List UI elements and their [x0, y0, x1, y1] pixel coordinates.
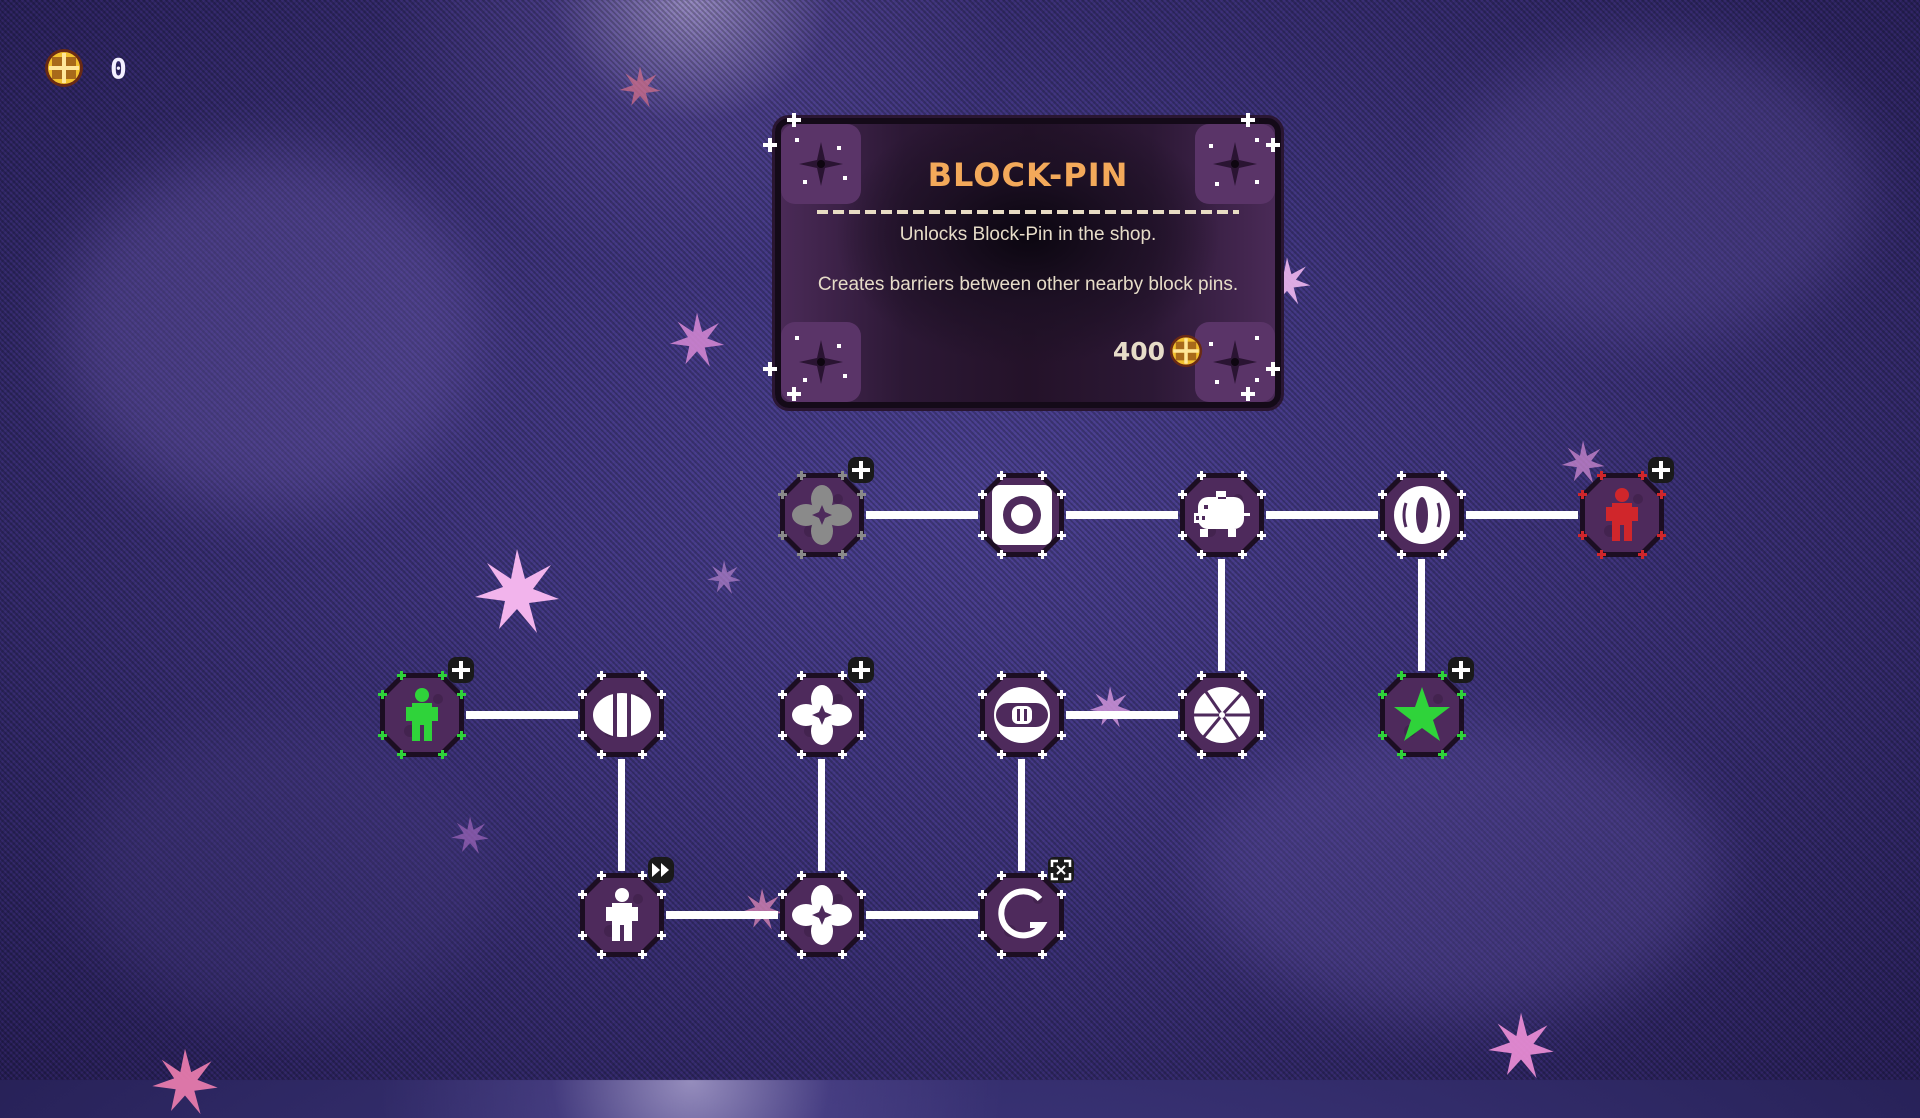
plus-sparkle-icon — [1266, 138, 1280, 152]
plus-sparkle-icon — [787, 387, 801, 401]
tooltip-price: 400 — [1113, 334, 1203, 368]
upgrade-node-ring-box[interactable] — [976, 469, 1068, 561]
upgrade-node-c-ring[interactable] — [976, 857, 1074, 961]
tree-link — [1466, 511, 1578, 519]
tree-link — [1266, 511, 1378, 519]
upgrade-node-gray-clover[interactable] — [776, 457, 874, 561]
upgrade-node-pie-fan[interactable] — [1176, 669, 1268, 761]
background-star — [668, 312, 726, 370]
nebula-cloud — [80, 720, 500, 1020]
upgrade-node-eye-coin[interactable] — [1376, 469, 1468, 561]
tree-link — [1066, 711, 1178, 719]
upgrade-node-clover-2[interactable] — [776, 869, 868, 961]
plus-sparkle-icon — [1241, 387, 1255, 401]
tree-link — [1418, 559, 1425, 671]
upgrade-node-piggy-bank[interactable] — [1176, 469, 1268, 561]
upgrade-node-red-person[interactable] — [1576, 457, 1674, 561]
corner-sparkle-icon — [781, 322, 861, 402]
plus-sparkle-icon — [787, 113, 801, 127]
plus-badge-icon — [848, 657, 874, 683]
corner-sparkle-icon — [1195, 322, 1275, 402]
plus-badge-icon — [1648, 457, 1674, 483]
tree-link — [1018, 759, 1025, 871]
plus-sparkle-icon — [763, 362, 777, 376]
nebula-cloud — [1200, 720, 1720, 1020]
tree-link — [1066, 511, 1178, 519]
gray-clover-icon — [792, 485, 852, 545]
gold-coin-icon — [45, 49, 83, 87]
background-star — [472, 548, 562, 638]
tooltip-title: BLOCK-PIN — [927, 156, 1129, 194]
tooltip-summary: Unlocks Block-Pin in the shop. — [899, 224, 1157, 245]
corner-sparkle-icon — [781, 124, 861, 204]
corner-sparkle-icon — [1195, 124, 1275, 204]
plus-sparkle-icon — [1241, 113, 1255, 127]
plus-badge-icon — [448, 657, 474, 683]
c-ring-icon — [998, 888, 1048, 939]
piggy-bank-icon — [1194, 491, 1250, 537]
tree-link — [666, 911, 778, 919]
tree-link — [466, 711, 578, 719]
upgrade-node-green-star[interactable] — [1376, 657, 1474, 761]
fast-forward-badge-icon — [648, 857, 674, 883]
nebula-cloud — [60, 150, 480, 510]
upgrade-node-clover[interactable] — [776, 657, 874, 761]
background-star — [618, 66, 662, 110]
eight-ball-icon — [994, 687, 1050, 743]
price-value: 400 — [1112, 336, 1165, 366]
background-star — [706, 560, 742, 596]
gold-coin-icon — [1169, 334, 1203, 368]
background-star — [150, 1048, 220, 1118]
currency-display: 0 — [44, 48, 127, 88]
clover-icon — [792, 685, 852, 745]
clover-icon — [792, 885, 852, 945]
white-person-icon — [606, 888, 638, 941]
currency-amount: 0 — [110, 51, 127, 85]
upgrade-node-green-person[interactable] — [376, 657, 474, 761]
tooltip-divider — [817, 210, 1239, 214]
pie-fan-icon — [1194, 687, 1250, 743]
tooltip-description: Creates barriers between other nearby bl… — [817, 274, 1239, 295]
eye-coin-icon — [1394, 486, 1450, 544]
upgrade-node-split-pill[interactable] — [576, 669, 668, 761]
plus-sparkle-icon — [763, 138, 777, 152]
tree-link — [866, 911, 978, 919]
plus-badge-icon — [848, 457, 874, 483]
background-star — [1486, 1012, 1556, 1082]
tree-link — [1218, 559, 1225, 671]
green-person-icon — [406, 688, 438, 741]
tree-link — [818, 759, 825, 871]
expand-badge-icon — [1048, 857, 1074, 883]
plus-badge-icon — [1448, 657, 1474, 683]
tree-link — [618, 759, 625, 871]
upgrade-node-white-person[interactable] — [576, 857, 674, 961]
nebula-cloud — [1450, 40, 1870, 340]
upgrade-tooltip: BLOCK-PIN Unlocks Block-Pin in the shop.… — [775, 118, 1281, 408]
green-star-icon — [1394, 687, 1450, 741]
red-person-icon — [1606, 488, 1638, 541]
upgrade-node-eight-ball[interactable] — [976, 669, 1068, 761]
tree-link — [866, 511, 978, 519]
split-pill-icon — [593, 693, 651, 737]
plus-sparkle-icon — [1266, 362, 1280, 376]
background-star — [1088, 686, 1132, 730]
ring-box-icon — [992, 485, 1052, 545]
